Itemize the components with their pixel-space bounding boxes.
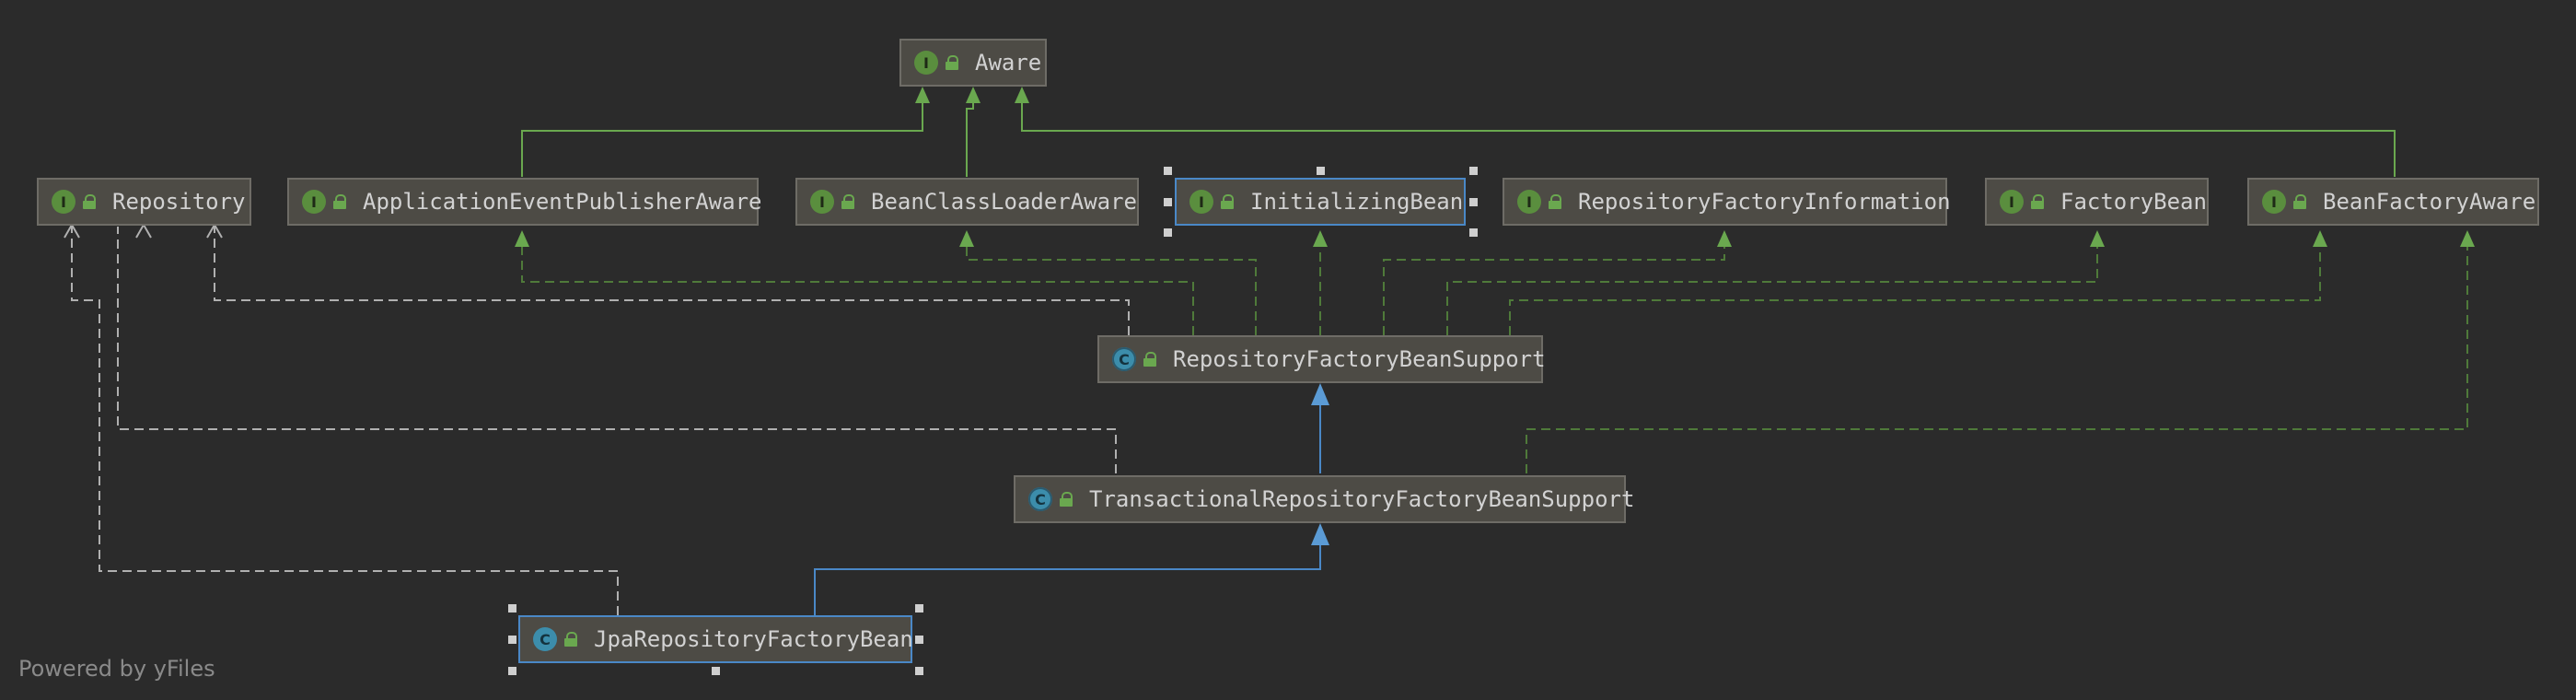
lock-icon <box>83 194 96 209</box>
arrowhead-beanfactoryaware-2 <box>2460 230 2475 247</box>
lock-icon <box>946 55 958 70</box>
node-label: JpaRepositoryFactoryBean <box>594 626 913 652</box>
selection-handle[interactable] <box>915 604 923 612</box>
selection-handle[interactable] <box>508 636 516 644</box>
lock-icon <box>2031 194 2044 209</box>
edge-jpa-to-trfbs <box>814 538 1321 615</box>
node-initializing-bean[interactable]: I InitializingBean <box>1175 178 1466 226</box>
edge-rfbs-to-beanfactoryaware <box>1509 232 2321 335</box>
interface-icon: I <box>810 190 834 214</box>
interface-icon: I <box>52 190 75 214</box>
node-label: InitializingBean <box>1250 189 1464 215</box>
arrowhead-beanfactoryaware-1 <box>2313 230 2327 247</box>
arrowhead-repositoryfactoryinformation <box>1717 230 1732 247</box>
edge-rfbs-to-factorybean <box>1446 232 2098 335</box>
arrowhead-beanclassloaderaware <box>959 230 974 247</box>
arrowhead-aware-3 <box>1015 87 1029 103</box>
lock-icon <box>1549 194 1561 209</box>
node-transactional-repository-factory-bean-support[interactable]: C TransactionalRepositoryFactoryBeanSupp… <box>1014 475 1634 523</box>
node-bean-class-loader-aware[interactable]: I BeanClassLoaderAware <box>795 178 1139 226</box>
interface-icon: I <box>1189 190 1213 214</box>
edge-rfbs-to-repositoryfactoryinformation <box>1383 232 1725 335</box>
selection-handle[interactable] <box>1164 167 1172 175</box>
class-extends-edges <box>814 400 1321 615</box>
node-label: BeanFactoryAware <box>2323 189 2536 215</box>
node-label: Aware <box>975 50 1042 76</box>
arrowhead-aware-2 <box>966 87 981 103</box>
node-repository[interactable]: I Repository <box>37 178 251 226</box>
arrowhead-repository-2 <box>135 222 152 239</box>
arrowhead-aware-1 <box>915 87 930 103</box>
repository-edges <box>71 227 1130 615</box>
node-label: Repository <box>112 189 246 215</box>
selection-handle[interactable] <box>508 667 516 675</box>
selection-handle[interactable] <box>1469 198 1478 206</box>
arrowhead-initializingbean <box>1313 230 1328 247</box>
lock-icon <box>1060 492 1073 507</box>
edge-trfbs-to-beanfactoryaware <box>1526 232 2468 473</box>
abstract-class-icon: C <box>1028 487 1052 511</box>
selection-handle[interactable] <box>1469 167 1478 175</box>
arrowhead-factorybean <box>2090 230 2105 247</box>
edge-trfbs-to-repository <box>117 227 1117 473</box>
powered-by-label: Powered by yFiles <box>18 656 215 682</box>
class-icon: C <box>533 627 557 651</box>
edge-rfbs-to-repository <box>214 227 1130 335</box>
interface-icon: I <box>1517 190 1541 214</box>
aware-inheritance-edges <box>521 88 2396 177</box>
selection-handle[interactable] <box>1164 198 1172 206</box>
node-label: ApplicationEventPublisherAware <box>363 189 762 215</box>
interface-icon: I <box>2000 190 2024 214</box>
node-application-event-publisher-aware[interactable]: I ApplicationEventPublisherAware <box>287 178 762 226</box>
selection-handle[interactable] <box>712 667 720 675</box>
interface-icon: I <box>302 190 326 214</box>
selection-handle[interactable] <box>508 604 516 612</box>
node-label: BeanClassLoaderAware <box>871 189 1137 215</box>
lock-icon <box>564 632 577 647</box>
lock-icon <box>1221 194 1234 209</box>
node-label: RepositoryFactoryInformation <box>1578 189 1951 215</box>
selection-handle[interactable] <box>915 636 923 644</box>
arrowhead-rfbs <box>1311 383 1329 405</box>
edge-appeventpublisheraware-to-aware <box>521 88 923 177</box>
lock-icon <box>1143 352 1156 367</box>
selection-handle[interactable] <box>1469 228 1478 237</box>
edge-rfbs-to-appeventpublisheraware <box>521 232 1194 335</box>
selection-handle[interactable] <box>915 667 923 675</box>
interface-icon: I <box>914 51 938 75</box>
node-label: TransactionalRepositoryFactoryBeanSuppor… <box>1089 486 1635 512</box>
arrowhead-appeventpublisheraware <box>515 230 529 247</box>
node-factory-bean[interactable]: I FactoryBean <box>1985 178 2209 226</box>
node-aware[interactable]: I Aware <box>899 39 1047 87</box>
node-repository-factory-information[interactable]: I RepositoryFactoryInformation <box>1503 178 1951 226</box>
node-label: FactoryBean <box>2060 189 2207 215</box>
selection-handle[interactable] <box>1317 167 1325 175</box>
edge-rfbs-to-beanclassloaderaware <box>966 232 1257 335</box>
arrowhead-trfbs <box>1311 523 1329 545</box>
edge-beanfactoryaware-to-aware <box>1021 88 2396 177</box>
node-label: RepositoryFactoryBeanSupport <box>1173 346 1546 372</box>
lock-icon <box>2293 194 2306 209</box>
lock-icon <box>333 194 346 209</box>
node-repository-factory-bean-support[interactable]: C RepositoryFactoryBeanSupport <box>1097 335 1546 383</box>
abstract-class-icon: C <box>1112 347 1136 371</box>
interface-icon: I <box>2262 190 2286 214</box>
selection-handle[interactable] <box>1164 228 1172 237</box>
arrowheads <box>64 87 2475 545</box>
lock-icon <box>841 194 854 209</box>
node-bean-factory-aware[interactable]: I BeanFactoryAware <box>2247 178 2539 226</box>
edge-jpa-to-repository <box>71 227 619 615</box>
node-jpa-repository-factory-bean[interactable]: C JpaRepositoryFactoryBean <box>518 615 913 663</box>
